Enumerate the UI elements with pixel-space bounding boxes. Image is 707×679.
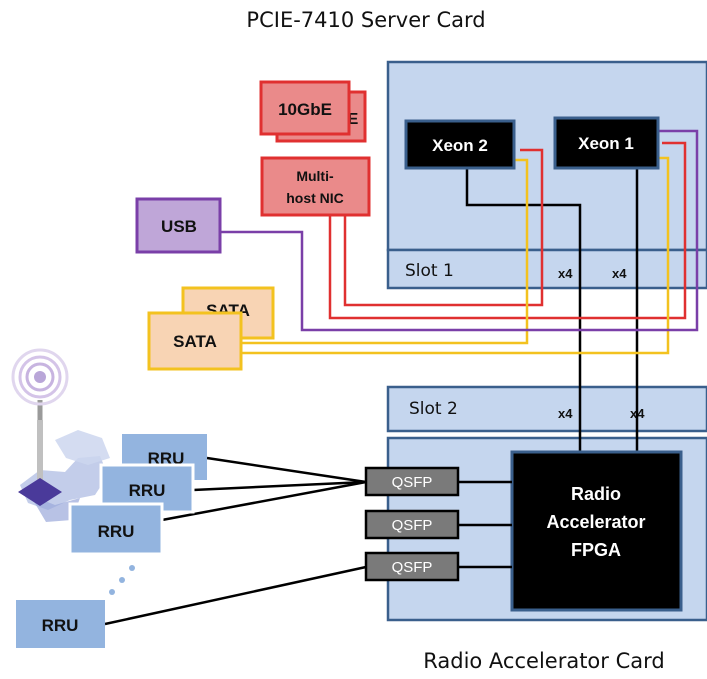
multihost-nic-label-line1: Multi- <box>296 168 334 184</box>
slot2-lanes-a: x4 <box>558 406 573 421</box>
slot2-label: Slot 2 <box>409 399 458 419</box>
rru-label-4: RRU <box>42 616 79 635</box>
server-card-title: PCIE-7410 Server Card <box>246 8 485 32</box>
sata-wire-xeon2 <box>240 158 529 345</box>
xeon1-label: Xeon 1 <box>578 134 634 153</box>
fpga-label-line2: Accelerator <box>546 512 645 532</box>
nic-wires <box>328 141 687 320</box>
slot1-bar <box>386 248 707 290</box>
xeon2-chip <box>404 119 516 170</box>
rru-label-2: RRU <box>129 481 166 500</box>
qsfp-port-2-label: QSFP <box>392 517 433 534</box>
multihost-nic <box>260 156 371 217</box>
qsfp-port-3-label: QSFP <box>392 559 433 576</box>
rru1-wire <box>206 456 367 484</box>
qsfp-port-3 <box>364 551 460 582</box>
nic-10gbe-back-label: E <box>348 111 359 128</box>
rru3-wire <box>161 480 367 522</box>
sata-wires <box>240 156 670 355</box>
qsfp-port-1 <box>364 466 460 497</box>
cell-tower-icon <box>11 348 110 522</box>
nic-wire-xeon1 <box>328 141 687 320</box>
nic-10gbe-label: 10GbE <box>278 100 332 119</box>
accelerator-card-title: Radio Accelerator Card <box>423 649 664 673</box>
fpga-label-line3: FPGA <box>571 540 621 560</box>
rru-label-1: RRU <box>148 449 185 468</box>
rru2-wire <box>192 480 367 492</box>
xeon2-label: Xeon 2 <box>432 136 488 155</box>
rru4-wire <box>104 565 367 626</box>
fpga-chip <box>510 450 683 612</box>
qsfp-fpga-wires <box>458 480 512 569</box>
sata-label: SATA <box>173 332 217 351</box>
slot1-label: Slot 1 <box>405 261 454 281</box>
fpga-label-line1: Radio <box>571 484 621 504</box>
qsfp-port-1-label: QSFP <box>392 474 433 491</box>
rru-wires <box>104 456 367 626</box>
multihost-nic-label-line2: host NIC <box>286 190 344 206</box>
slot2-bar <box>386 385 707 433</box>
slot1-lanes-a: x4 <box>558 266 573 281</box>
slot1-lanes-b: x4 <box>612 266 627 281</box>
xeon1-chip <box>553 116 660 170</box>
nic-10gbe <box>259 80 351 136</box>
rru-label-3: RRU <box>98 522 135 541</box>
sata-wire-xeon1 <box>240 156 670 355</box>
rru-box-3 <box>68 502 164 556</box>
usb-label: USB <box>161 217 197 236</box>
usb-box <box>135 197 222 254</box>
qsfp-port-2 <box>364 509 460 540</box>
rru-box-4 <box>16 600 105 648</box>
sata-box <box>147 311 243 371</box>
usb-wire <box>220 129 699 332</box>
rru-ellipsis <box>109 565 135 595</box>
nic-wire-xeon2 <box>343 148 544 307</box>
